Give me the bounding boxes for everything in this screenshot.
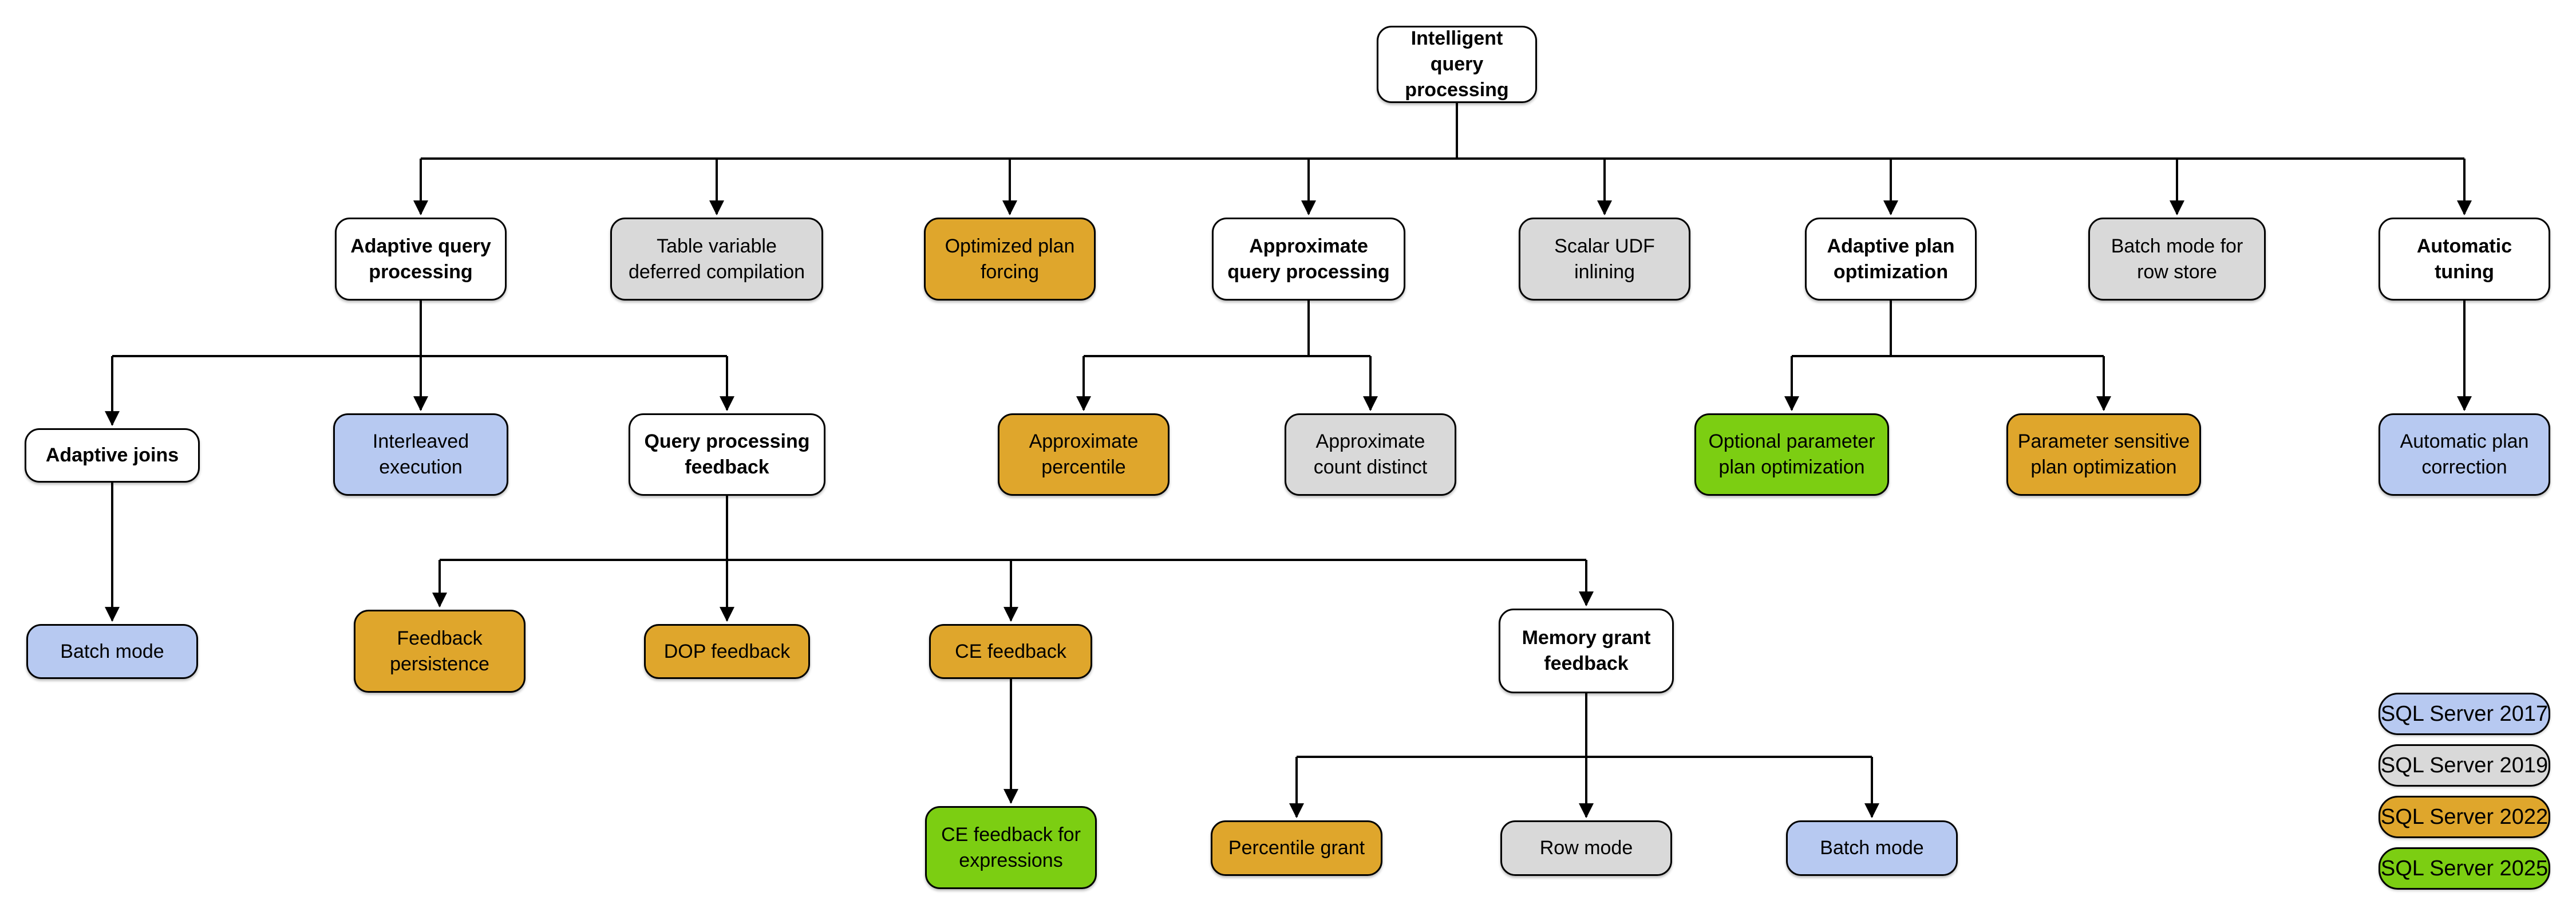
legend-label: SQL Server 2025 bbox=[2380, 856, 2549, 881]
legend-label: SQL Server 2017 bbox=[2380, 701, 2549, 726]
node-label: Optimized plan forcing bbox=[945, 235, 1075, 283]
legend-label: SQL Server 2022 bbox=[2380, 804, 2549, 829]
node-label: Automatic tuning bbox=[2416, 235, 2512, 283]
node-label: Automatic plan correction bbox=[2400, 431, 2529, 478]
node-optional-parameter-plan-optimization: Optional parameter plan optimization bbox=[1694, 413, 1889, 496]
node-approximate-query-processing: Approximate query processing bbox=[1212, 218, 1405, 301]
node-label: Batch mode bbox=[60, 640, 164, 662]
node-adaptive-query-processing: Adaptive query processing bbox=[335, 218, 507, 301]
node-label: Table variable deferred compilation bbox=[628, 235, 805, 283]
node-optimized-plan-forcing: Optimized plan forcing bbox=[924, 218, 1096, 301]
legend-sql-server-2025: SQL Server 2025 bbox=[2379, 847, 2550, 890]
node-label: CE feedback bbox=[955, 640, 1066, 662]
node-query-processing-feedback: Query processing feedback bbox=[629, 413, 825, 496]
node-ce-feedback-for-expressions: CE feedback for expressions bbox=[925, 806, 1097, 889]
node-approximate-percentile: Approximate percentile bbox=[998, 413, 1170, 496]
node-label: Percentile grant bbox=[1228, 837, 1365, 859]
node-label: Batch mode bbox=[1820, 837, 1924, 859]
node-label: Scalar UDF inlining bbox=[1554, 235, 1655, 283]
node-label: Intelligent query processing bbox=[1405, 27, 1509, 101]
node-ce-feedback: CE feedback bbox=[929, 624, 1092, 679]
node-label: Query processing feedback bbox=[644, 431, 810, 478]
legend-sql-server-2017: SQL Server 2017 bbox=[2379, 693, 2550, 735]
node-table-variable-deferred-compilation: Table variable deferred compilation bbox=[610, 218, 823, 301]
node-adaptive-plan-optimization: Adaptive plan optimization bbox=[1805, 218, 1977, 301]
node-label: DOP feedback bbox=[663, 640, 791, 662]
node-batch-mode-adaptive-joins: Batch mode bbox=[26, 624, 198, 679]
node-scalar-udf-inlining: Scalar UDF inlining bbox=[1519, 218, 1690, 301]
node-intelligent-query-processing: Intelligent query processing bbox=[1377, 26, 1537, 103]
node-label: Parameter sensitive plan optimization bbox=[2017, 431, 2190, 478]
node-label: Batch mode for row store bbox=[2111, 235, 2243, 283]
node-label: CE feedback for expressions bbox=[941, 823, 1081, 871]
legend-label: SQL Server 2019 bbox=[2380, 753, 2549, 777]
node-label: Adaptive plan optimization bbox=[1827, 235, 1955, 283]
node-batch-mode-for-row-store: Batch mode for row store bbox=[2088, 218, 2266, 301]
node-label: Approximate count distinct bbox=[1313, 431, 1428, 478]
node-dop-feedback: DOP feedback bbox=[644, 624, 810, 679]
node-label: Adaptive joins bbox=[45, 444, 179, 467]
node-percentile-grant: Percentile grant bbox=[1211, 820, 1382, 876]
node-label: Optional parameter plan optimization bbox=[1708, 431, 1875, 478]
legend-sql-server-2022: SQL Server 2022 bbox=[2379, 796, 2550, 838]
node-label: Feedback persistence bbox=[390, 627, 489, 675]
node-label: Memory grant feedback bbox=[1522, 627, 1651, 674]
node-label: Interleaved execution bbox=[372, 431, 469, 478]
node-row-mode: Row mode bbox=[1500, 820, 1672, 876]
node-parameter-sensitive-plan-optimization: Parameter sensitive plan optimization bbox=[2006, 413, 2201, 496]
node-label: Row mode bbox=[1539, 837, 1633, 859]
node-adaptive-joins: Adaptive joins bbox=[25, 428, 200, 483]
node-feedback-persistence: Feedback persistence bbox=[354, 610, 526, 693]
node-label: Adaptive query processing bbox=[350, 235, 491, 283]
node-automatic-plan-correction: Automatic plan correction bbox=[2379, 413, 2550, 496]
node-label: Approximate query processing bbox=[1227, 235, 1390, 283]
node-batch-mode-memory-grant: Batch mode bbox=[1786, 820, 1958, 876]
node-automatic-tuning: Automatic tuning bbox=[2379, 218, 2550, 301]
legend-sql-server-2019: SQL Server 2019 bbox=[2379, 744, 2550, 787]
node-interleaved-execution: Interleaved execution bbox=[333, 413, 508, 496]
node-approximate-count-distinct: Approximate count distinct bbox=[1285, 413, 1456, 496]
node-memory-grant-feedback: Memory grant feedback bbox=[1499, 609, 1674, 693]
node-label: Approximate percentile bbox=[1029, 431, 1139, 478]
